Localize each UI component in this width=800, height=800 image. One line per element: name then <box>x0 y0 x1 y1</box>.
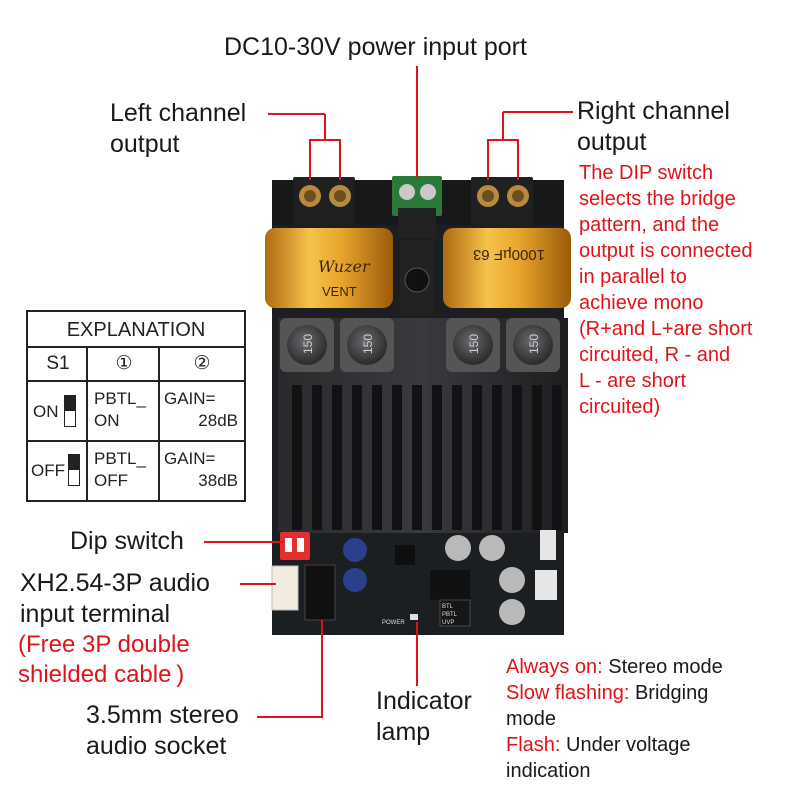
heatsink-fins <box>292 385 562 530</box>
row-off-state: OFF <box>31 461 65 480</box>
switch-on-icon <box>64 395 76 427</box>
xh-terminal-note: (Free 3P double shielded cable ) <box>18 631 190 688</box>
xh-terminal-label: XH2.54-3P audio input terminal <box>20 569 210 628</box>
row-on-gain: GAIN=28dB <box>164 389 238 430</box>
row-off-gain: GAIN=38dB <box>164 449 238 490</box>
inductors: 150 150 150 150 <box>280 318 560 372</box>
right-output-label: Right channel output <box>577 97 730 156</box>
header-2: ② <box>193 353 211 374</box>
svg-text:150: 150 <box>527 334 541 354</box>
dip-switch-component <box>280 532 310 560</box>
svg-text:PBTL: PBTL <box>442 612 458 618</box>
row-on-state: ON <box>33 402 59 421</box>
leader-lines <box>204 66 573 718</box>
indicator-states: Always on: Stereo mode Slow flashing: Br… <box>506 656 723 782</box>
explanation-table: EXPLANATION S1 ① ② ON PBTL_ON GAIN=28dB … <box>26 310 246 502</box>
svg-text:VENT: VENT <box>322 284 357 299</box>
dip-switch-label: Dip switch <box>70 527 184 555</box>
audio-socket-label: 3.5mm stereo audio socket <box>86 701 239 760</box>
cap-right-print: 1000µF 63 <box>473 246 545 263</box>
svg-text:150: 150 <box>361 334 375 354</box>
explanation-title: EXPLANATION <box>66 319 206 341</box>
header-s1: S1 <box>46 353 70 374</box>
capacitor-left: Wuzer VENT <box>265 228 393 308</box>
power-input-terminal <box>392 176 442 238</box>
row-off-mode: PBTL_OFF <box>94 449 146 490</box>
right-output-terminal <box>471 177 533 225</box>
header-1: ① <box>115 353 133 374</box>
dip-switch-note: The DIP switch selects the bridge patter… <box>579 162 753 418</box>
xh-terminal-component <box>271 565 299 611</box>
row-on-mode: PBTL_ON <box>94 389 146 430</box>
svg-text:150: 150 <box>301 334 315 354</box>
capacitor-right: 1000µF 63 <box>443 228 571 308</box>
svg-text:UVP: UVP <box>442 620 454 626</box>
svg-text:BTL: BTL <box>442 604 454 610</box>
cap-left-print: Wuzer <box>318 257 371 276</box>
svg-text:150: 150 <box>467 334 481 354</box>
indicator-lamp-label: Indicator lamp <box>376 687 472 746</box>
left-output-terminal <box>293 177 355 225</box>
indicator-led <box>410 614 418 620</box>
switch-off-icon <box>68 454 80 486</box>
svg-text:POWER: POWER <box>382 620 405 626</box>
power-input-label: DC10-30V power input port <box>224 33 527 61</box>
audio-socket-component <box>304 564 336 621</box>
left-output-label: Left channel output <box>110 99 247 158</box>
